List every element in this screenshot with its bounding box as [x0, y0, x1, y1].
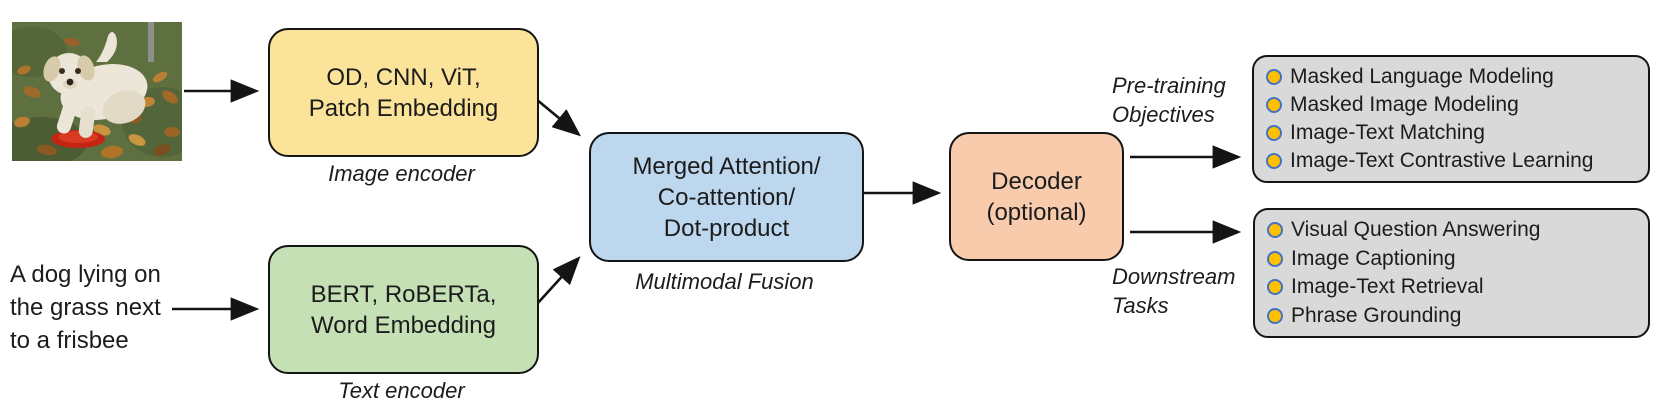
- dog-figure: [43, 32, 148, 138]
- list-item-label: Image-Text Contrastive Learning: [1290, 149, 1594, 172]
- downstream-tasks-label: Downstream Tasks: [1112, 262, 1262, 320]
- dog-photo-illustration: [0, 22, 202, 167]
- image-encoder-text-line: OD, CNN, ViT,: [326, 63, 481, 91]
- text-encoder-label: Text encoder: [338, 378, 465, 403]
- caption-line: A dog lying on: [10, 261, 161, 288]
- list-item: Phrase Grounding: [1267, 302, 1638, 331]
- decoder-text-line: (optional): [986, 198, 1087, 226]
- list-item: Masked Language Modeling: [1266, 63, 1638, 91]
- bullet-circle-icon: [1267, 222, 1283, 239]
- list-item-label: Image-Text Retrieval: [1291, 275, 1484, 299]
- list-item: Visual Question Answering: [1267, 216, 1638, 245]
- pretraining-objectives-label: Pre-training Objectives: [1112, 71, 1262, 129]
- fusion-text-line: Merged Attention/: [632, 152, 821, 180]
- multimodal-fusion-label: Multimodal Fusion: [635, 269, 814, 294]
- image-encoder-box: OD, CNN, ViT, Patch Embedding: [268, 28, 539, 157]
- list-item-label: Masked Language Modeling: [1290, 65, 1554, 88]
- list-item-label: Image-Text Matching: [1290, 121, 1485, 144]
- list-item: Masked Image Modeling: [1266, 91, 1638, 119]
- bullet-circle-icon: [1267, 279, 1283, 296]
- fusion-text-line: Dot-product: [663, 214, 790, 242]
- bullet-circle-icon: [1266, 97, 1282, 113]
- list-item-label: Visual Question Answering: [1291, 218, 1541, 242]
- arrow-text-encoder-to-fusion: [536, 256, 581, 305]
- text-encoder-text-line: Word Embedding: [311, 311, 496, 339]
- caption-line: the grass next: [10, 294, 161, 321]
- list-item-label: Phrase Grounding: [1291, 303, 1462, 327]
- multimodal-fusion-box: Merged Attention/ Co-attention/ Dot-prod…: [589, 132, 864, 262]
- bullet-circle-icon: [1266, 153, 1282, 169]
- bullet-circle-icon: [1266, 125, 1282, 141]
- text-encoder-box: BERT, RoBERTa, Word Embedding: [268, 245, 539, 374]
- bullet-circle-icon: [1267, 250, 1283, 267]
- bullet-circle-icon: [1266, 69, 1282, 85]
- image-encoder-text-line: Patch Embedding: [308, 94, 499, 122]
- list-item: Image-Text Matching: [1266, 119, 1638, 147]
- caption-line: to a frisbee: [10, 327, 129, 354]
- pretraining-label-line: Pre-training: [1112, 73, 1226, 98]
- text-encoder-text-line: BERT, RoBERTa,: [310, 280, 497, 308]
- downstream-tasks-box: Visual Question Answering Image Captioni…: [1253, 208, 1650, 338]
- list-item: Image-Text Retrieval: [1267, 273, 1638, 302]
- pretraining-label-line: Objectives: [1112, 102, 1215, 127]
- fusion-text-line: Co-attention/: [657, 183, 796, 211]
- pretraining-objectives-box: Masked Language Modeling Masked Image Mo…: [1252, 55, 1650, 183]
- downstream-label-line: Tasks: [1112, 293, 1169, 318]
- image-encoder-label: Image encoder: [328, 161, 475, 186]
- downstream-label-line: Downstream: [1112, 264, 1236, 289]
- dog-photo: [0, 22, 202, 167]
- list-item-label: Image Captioning: [1291, 246, 1456, 270]
- bullet-circle-icon: [1267, 307, 1283, 324]
- input-caption: A dog lying on the grass next to a frisb…: [10, 258, 190, 357]
- arrow-image-encoder-to-fusion: [535, 97, 582, 137]
- decoder-text-line: Decoder: [991, 167, 1082, 195]
- list-item-label: Masked Image Modeling: [1290, 93, 1519, 116]
- list-item: Image-Text Contrastive Learning: [1266, 147, 1638, 175]
- list-item: Image Captioning: [1267, 245, 1638, 274]
- decoder-box: Decoder (optional): [949, 132, 1124, 261]
